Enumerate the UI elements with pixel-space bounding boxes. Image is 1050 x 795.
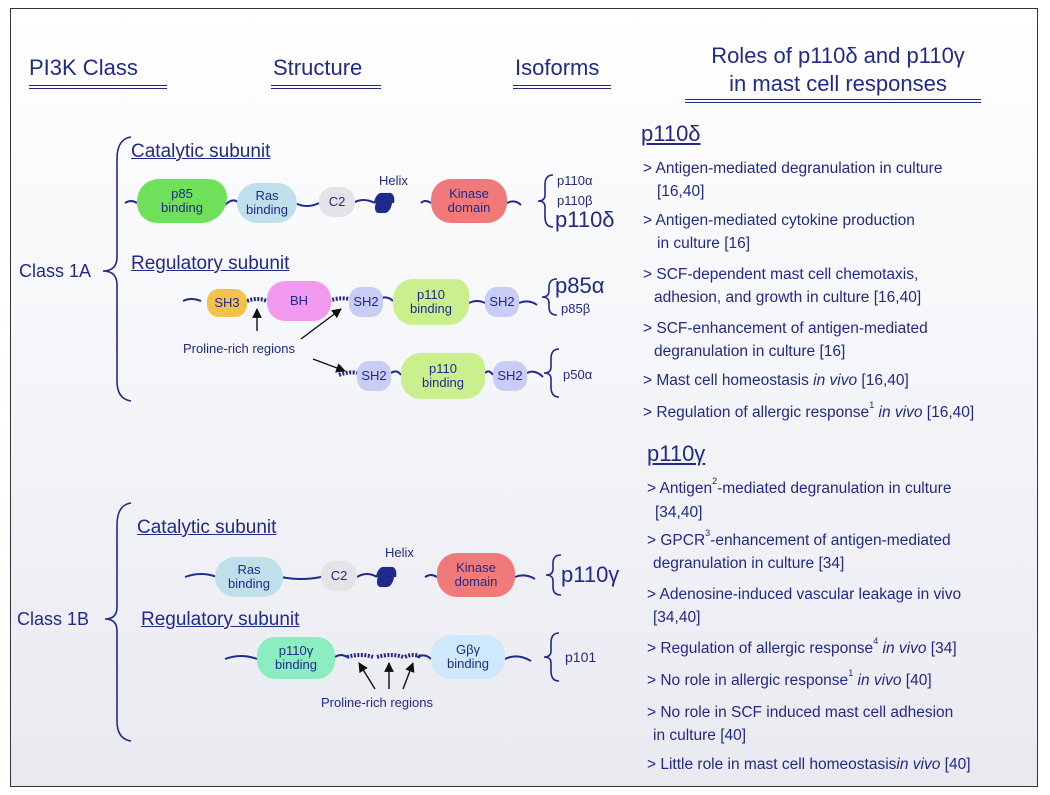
header-underline (513, 85, 611, 89)
header-underline (29, 85, 167, 89)
backbone-p50 (390, 370, 544, 378)
roles-gamma-item: > Adenosine-induced vascular leakage in … (647, 586, 962, 603)
structure-line-art (102, 136, 562, 742)
roles-delta-item: > SCF-dependent mast cell chemotaxis, (643, 266, 919, 283)
domain-sh2: SH2 (485, 287, 519, 317)
helix-label: Helix (379, 173, 408, 188)
header-roles-line1: Roles of p110δ and p110γ (711, 43, 965, 68)
roles-delta-item: > Antigen-mediated degranulation in cult… (643, 160, 943, 177)
isoform-p110d: p110δ (555, 207, 615, 232)
header-underline (685, 99, 981, 103)
isoform-p85b: p85β (561, 301, 591, 316)
arrow-proline-bh-sh2 (300, 308, 342, 340)
proline-segment (328, 296, 350, 303)
roles-delta-item: [16,40] (657, 183, 705, 200)
class1b-catalytic-label: Catalytic subunit (137, 517, 277, 538)
helix-label: Helix (385, 545, 414, 560)
header-roles-line2: in mast cell responses (729, 71, 947, 96)
roles-gamma-item: > GPCR3-enhancement of antigen-mediated (647, 528, 951, 550)
proline-segment (338, 370, 358, 377)
arrow-proline-1b-a (358, 662, 376, 690)
class1a-regulatory-label: Regulatory subunit (131, 253, 290, 274)
header-pi3k-class: PI3K Class (29, 55, 138, 80)
roles-delta-title: p110δ (641, 121, 701, 146)
iso-brace-1b-reg (543, 632, 560, 682)
roles-gamma-item: > Regulation of allergic response4 in vi… (647, 636, 957, 658)
roles-delta-item: > Antigen-mediated cytokine production (643, 212, 915, 229)
roles-gamma-item: [34,40] (653, 609, 701, 626)
header-isoforms: Isoforms (515, 55, 600, 80)
isoform-p110g: p110γ (561, 562, 620, 587)
class1a-label: Class 1A (19, 261, 92, 281)
domain-bh: BH (267, 281, 331, 321)
proline-label-1b: Proline-rich regions (321, 695, 433, 710)
proline-segment (246, 297, 268, 303)
arrow-proline-1b-c (402, 662, 415, 690)
backbone-1a-cat (124, 199, 522, 207)
proline-segment (404, 653, 422, 659)
roles-gamma-item: > No role in SCF induced mast cell adhes… (647, 704, 954, 721)
isoform-p110a: p110α (557, 173, 593, 188)
roles-delta-item: adhesion, and growth in culture [16,40] (654, 289, 922, 306)
roles-delta-item: > SCF-enhancement of antigen-mediated (643, 320, 928, 337)
roles-gamma-item: > Little role in mast cell homeostasisin… (647, 756, 971, 773)
helix-1b (375, 566, 397, 588)
roles-delta-item: > Mast cell homeostasis in vivo [16,40] (643, 372, 909, 389)
class1b-regulatory-label: Regulatory subunit (141, 609, 300, 630)
arrow-proline-p50 (312, 358, 346, 373)
domain-sh2: SH2 (493, 361, 527, 391)
roles-delta-item: degranulation in culture [16] (654, 343, 846, 360)
class1a-brace (102, 136, 132, 402)
domain-sh3: SH3 (207, 289, 247, 317)
backbone-1b-cat (184, 573, 536, 580)
roles-gamma-title: p110γ (647, 441, 706, 466)
domain-sh2: SH2 (349, 287, 383, 317)
domain-c2: C2 (321, 561, 357, 591)
header-structure: Structure (273, 55, 363, 80)
class1b-brace (104, 502, 132, 742)
helix-1a (373, 192, 395, 214)
isoform-p101: p101 (565, 649, 597, 665)
header-underline (271, 85, 381, 89)
roles-delta-item: in culture [16] (657, 235, 751, 252)
backbone-1a-reg (182, 296, 538, 306)
isoform-p85a: p85α (555, 273, 605, 298)
proline-label-1a: Proline-rich regions (183, 341, 295, 356)
roles-delta-item: > Regulation of allergic response1 in vi… (643, 400, 975, 422)
isoform-p50a: p50α (563, 367, 593, 382)
roles-gamma-item: degranulation in culture [34] (653, 555, 845, 572)
iso-brace-1a-cat (537, 174, 554, 228)
iso-brace-1a-reg (541, 278, 558, 316)
backbone-1b-reg (224, 654, 532, 662)
roles-gamma-item: > Antigen2-mediated degranulation in cul… (647, 476, 952, 498)
domain-sh2: SH2 (357, 361, 391, 391)
class1a-catalytic-label: Catalytic subunit (131, 141, 271, 162)
roles-gamma-item: > No role in allergic response1 in vivo … (647, 668, 932, 690)
figure-frame: PI3K Class Structure Isoforms Roles of p… (10, 8, 1038, 787)
roles-gamma-item: [34,40] (655, 504, 703, 521)
domain-c2: C2 (319, 187, 355, 217)
class1b-label: Class 1B (17, 609, 90, 629)
iso-brace-1b-cat (545, 554, 562, 596)
roles-gamma-item: in culture [40] (653, 727, 747, 744)
proline-segment (346, 653, 374, 659)
proline-segment (376, 653, 404, 659)
iso-brace-p50 (543, 348, 560, 398)
isoform-p110b: p110β (557, 193, 593, 208)
